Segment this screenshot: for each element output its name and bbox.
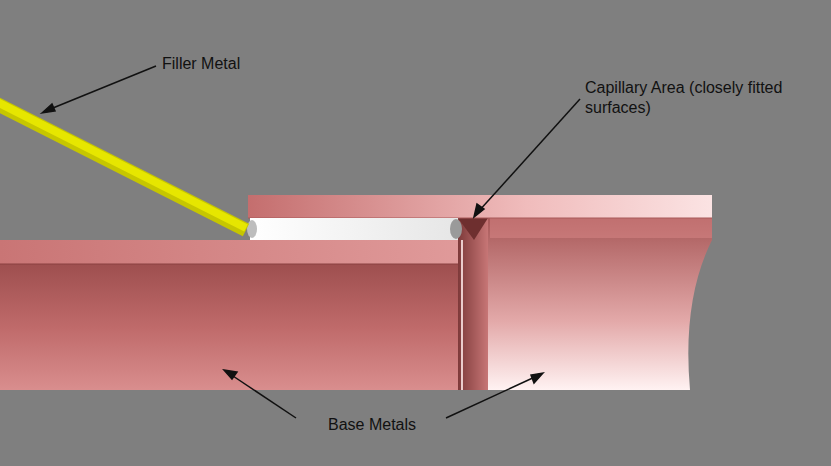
- capillary-area-label: Capillary Area (closely fitted surfaces): [585, 78, 810, 118]
- base-metals-label: Base Metals: [328, 415, 416, 435]
- filler-metal-label: Filler Metal: [162, 54, 240, 74]
